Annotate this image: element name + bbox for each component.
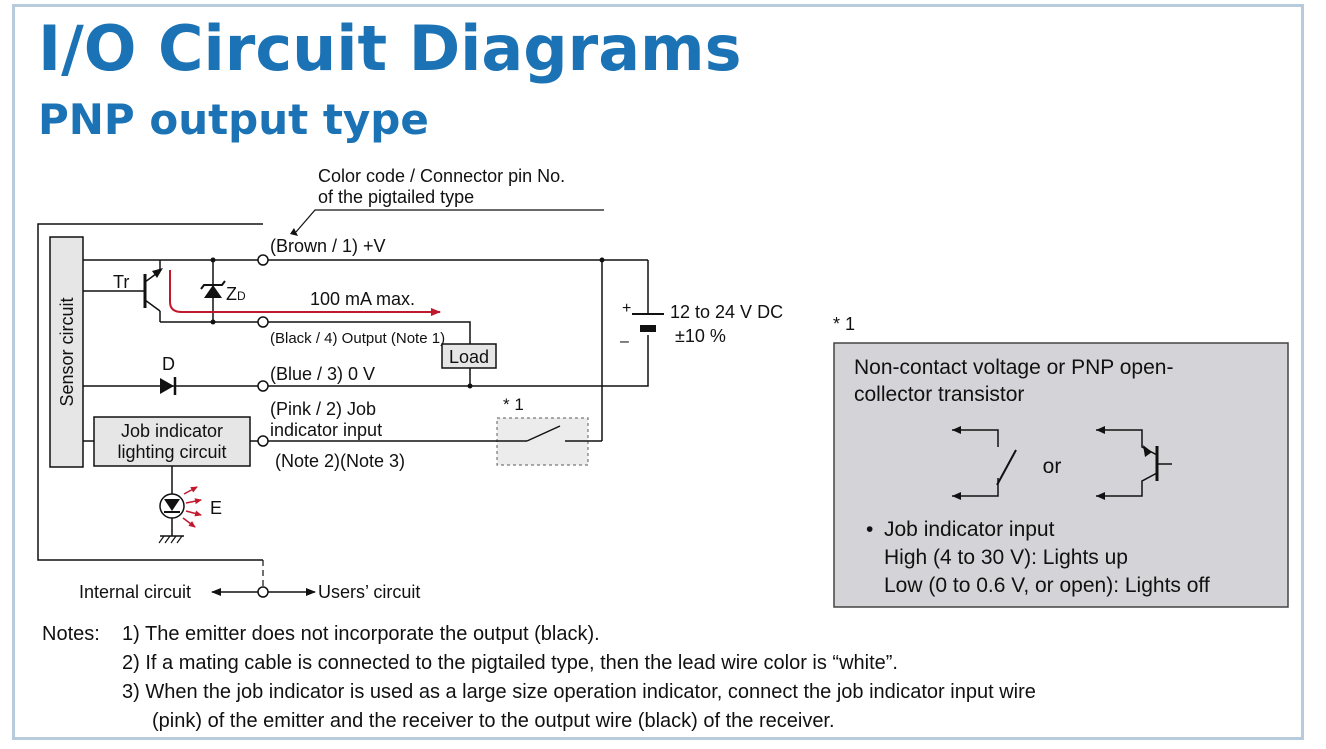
- brown-terminal: [257, 254, 269, 266]
- led-light-ray-2: [185, 498, 202, 505]
- callout-ref-label: * 1: [833, 314, 855, 334]
- pink-terminal: [257, 435, 269, 447]
- callout-or: or: [1043, 455, 1062, 478]
- supply-plus: +: [622, 300, 631, 317]
- led-light-ray-4: [182, 517, 196, 528]
- sensor-circuit-block: [49, 236, 84, 468]
- callout-transistor-emitter-arrow: [1143, 445, 1152, 457]
- notes-label: Notes:: [42, 623, 100, 645]
- contact-bottom-arrowhead: [952, 492, 961, 500]
- internal-circuit-box: [37, 223, 263, 561]
- supply-tolerance-label: ±10 %: [675, 326, 726, 346]
- color-code-label-1: Color code / Connector pin No.: [318, 166, 565, 186]
- color-code-leader-arrowhead: [290, 228, 298, 236]
- zener-label: ZD: [226, 284, 246, 304]
- zener-junction: [210, 257, 216, 263]
- contact-top-lead: [952, 429, 999, 447]
- users-circuit-label: Users’ circuit: [318, 582, 420, 602]
- switch-ref-label: * 1: [503, 395, 524, 414]
- color-code-leader-line: [295, 209, 604, 233]
- callout-line-2: collector transistor: [854, 383, 1024, 406]
- callout-line-1: Non-contact voltage or PNP open-: [854, 356, 1173, 379]
- pink-notes-label: (Note 2)(Note 3): [275, 451, 405, 471]
- ground-hatch: [158, 535, 183, 544]
- note-1-text: 1) The emitter does not incorporate the …: [122, 623, 600, 645]
- transistor-label: Tr: [113, 272, 129, 292]
- callout-bullet: •: [866, 518, 873, 541]
- page-title: I/O Circuit Diagrams: [38, 12, 742, 85]
- note-3-cont-text: (pink) of the emitter and the receiver t…: [152, 710, 835, 732]
- led-label: E: [210, 498, 222, 518]
- black-terminal: [257, 316, 269, 328]
- zener-diode-symbol: [204, 285, 222, 298]
- supply-minus: –: [620, 333, 629, 350]
- note-1: Notes: 1) The emitter does not incorporat…: [42, 620, 1036, 649]
- contact-blade: [996, 449, 1017, 486]
- current-label: 100 mA max.: [310, 289, 415, 309]
- supply-voltage-label: 12 to 24 V DC: [670, 302, 783, 322]
- callout-box: [833, 342, 1289, 608]
- color-code-label-2: of the pigtailed type: [318, 187, 474, 207]
- load-box: [441, 343, 497, 369]
- led-diode-symbol: [164, 499, 180, 511]
- blue-label: (Blue / 3) 0 V: [270, 364, 375, 384]
- led-light-ray-1: [183, 486, 198, 495]
- contact-top-arrowhead: [952, 426, 961, 434]
- job-box-label-1: Job indicator: [121, 421, 223, 441]
- callout-item: Job indicator input: [884, 518, 1055, 541]
- note-3-cont: (pink) of the emitter and the receiver t…: [42, 707, 1036, 736]
- note-2-text: 2) If a mating cable is connected to the…: [122, 652, 898, 674]
- led-light-ray-3: [185, 510, 202, 517]
- zener-bar: [200, 280, 226, 290]
- brown-label: (Brown / 1) +V: [270, 236, 386, 256]
- callout-high: High (4 to 30 V): Lights up: [884, 546, 1128, 569]
- page-subtitle: PNP output type: [38, 95, 429, 144]
- supply-negative-plate: [640, 325, 656, 332]
- callout-low: Low (0 to 0.6 V, or open): Lights off: [884, 574, 1210, 597]
- boundary-terminal: [257, 586, 269, 598]
- blue-terminal: [257, 380, 269, 392]
- notes: Notes: 1) The emitter does not incorporat…: [42, 620, 1036, 736]
- diode-label: D: [162, 354, 175, 374]
- callout-transistor-bottom-arrowhead: [1096, 492, 1105, 500]
- note-3: 3) When the job indicator is used as a l…: [42, 678, 1036, 707]
- current-flow-arrow: [169, 270, 441, 316]
- contact-bottom-lead: [952, 478, 999, 497]
- load-label: Load: [449, 347, 489, 367]
- switch-blade: [526, 425, 561, 442]
- switch-supply-junction: [599, 257, 605, 263]
- callout-transistor-top-arrowhead: [1096, 426, 1105, 434]
- transistor-collector-lead: [144, 299, 161, 312]
- job-box-label-2: lighting circuit: [117, 442, 226, 462]
- note-3-text: 3) When the job indicator is used as a l…: [122, 681, 1036, 703]
- sensor-circuit-label: Sensor circuit: [57, 297, 77, 406]
- diode-symbol: [160, 378, 174, 394]
- blue-wire-external: [268, 335, 649, 387]
- internal-circuit-label: Internal circuit: [79, 582, 191, 602]
- pink-label-2: indicator input: [270, 420, 382, 440]
- black-label: (Black / 4) Output (Note 1): [270, 330, 445, 347]
- black-wire-external: [268, 321, 471, 344]
- note-2: 2) If a mating cable is connected to the…: [42, 649, 1036, 678]
- callout-transistor-bottom-lead: [1096, 472, 1158, 497]
- pink-label-1: (Pink / 2) Job: [270, 399, 376, 419]
